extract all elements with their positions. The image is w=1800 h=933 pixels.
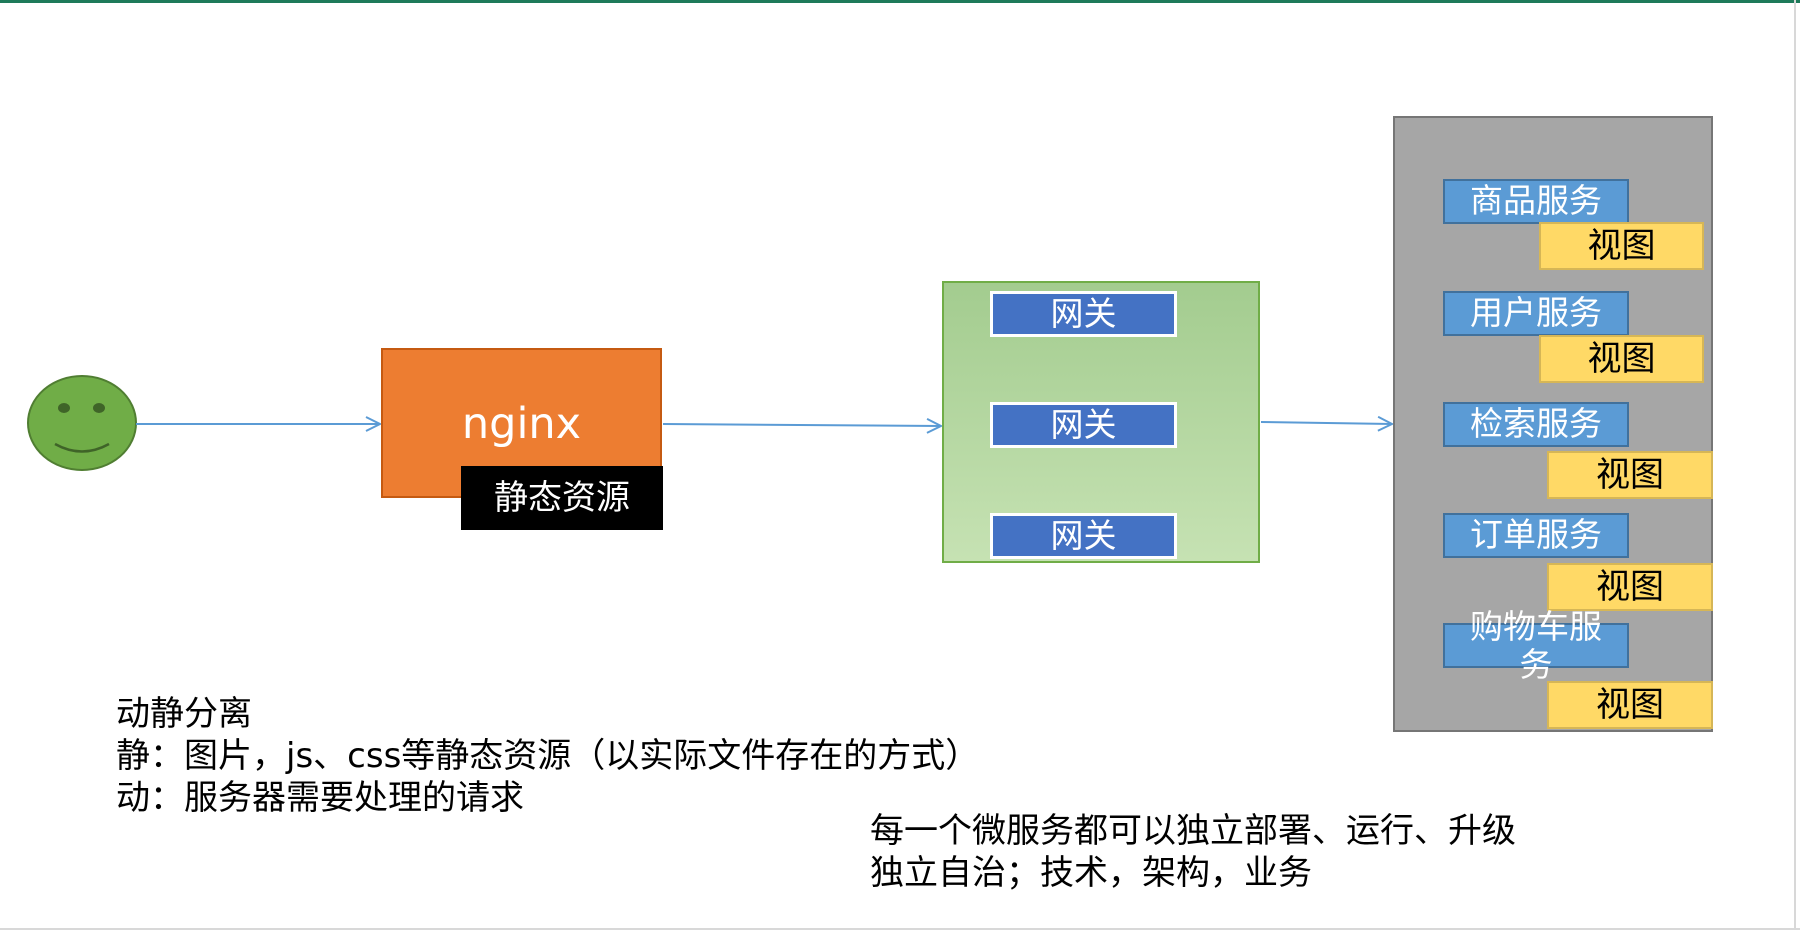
note-microservice-autonomy: 独立自治；技术，架构，业务 bbox=[870, 853, 1312, 893]
view-order: 视图 bbox=[1547, 563, 1713, 611]
bottom-rule bbox=[0, 928, 1800, 930]
note-dynamic-definition: 动：服务器需要处理的请求 bbox=[116, 778, 524, 818]
service-product: 商品服务 bbox=[1443, 179, 1629, 224]
view-product: 视图 bbox=[1539, 222, 1704, 270]
gateway-2: 网关 bbox=[990, 402, 1177, 448]
nginx-label: nginx bbox=[461, 399, 582, 449]
connector-nginx-gateways bbox=[662, 424, 941, 426]
service-cart: 购物车服务 bbox=[1443, 608, 1629, 684]
top-rule bbox=[0, 0, 1800, 3]
right-rule bbox=[1794, 0, 1796, 930]
gateway-3: 网关 bbox=[990, 513, 1177, 559]
view-search: 视图 bbox=[1547, 451, 1713, 499]
service-order: 订单服务 bbox=[1443, 513, 1629, 558]
note-static-dynamic-title: 动静分离 bbox=[116, 694, 252, 734]
view-cart: 视图 bbox=[1547, 681, 1713, 729]
note-static-definition: 静：图片，js、css等静态资源（以实际文件存在的方式） bbox=[116, 736, 980, 776]
gateway-1: 网关 bbox=[990, 291, 1177, 337]
user-smiley-icon bbox=[27, 375, 137, 471]
service-user: 用户服务 bbox=[1443, 291, 1629, 336]
service-cart-label: 购物车服务 bbox=[1470, 607, 1602, 684]
connector-gateways-services bbox=[1260, 422, 1392, 424]
view-user: 视图 bbox=[1539, 335, 1704, 383]
note-microservice-deploy: 每一个微服务都可以独立部署、运行、升级 bbox=[870, 811, 1516, 851]
service-search: 检索服务 bbox=[1443, 402, 1629, 447]
static-resources-label: 静态资源 bbox=[461, 466, 663, 530]
